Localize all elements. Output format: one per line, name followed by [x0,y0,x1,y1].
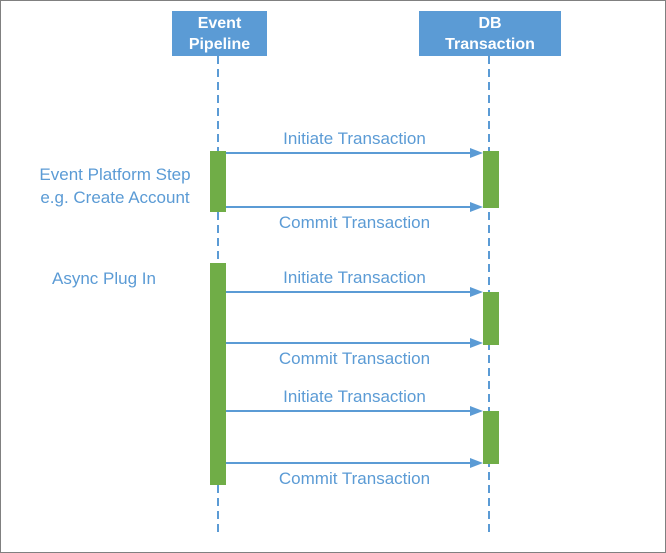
message-line [226,342,472,344]
message-line [226,152,472,154]
actor-label-line: DB [478,14,502,32]
annotation-line: Event Platform Step [39,165,191,184]
arrowhead-icon [470,287,483,297]
arrowhead-icon [470,148,483,158]
message-line [226,462,472,464]
message-line [226,206,472,208]
message-line [226,291,472,293]
arrowhead-icon [470,406,483,416]
arrowhead-icon [470,338,483,348]
annotation-line: e.g. Create Account [40,188,190,207]
annotation-async-plug-in: Async Plug In [19,267,189,290]
message-label: Initiate Transaction [283,268,426,287]
arrowhead-icon [470,458,483,468]
activation-event-platform-step [210,151,226,212]
message-label: Commit Transaction [278,213,431,232]
message-label: Commit Transaction [278,469,431,488]
actor-label-line: Event [197,14,242,32]
message-label: Initiate Transaction [283,129,426,148]
annotation-event-platform-step: Event Platform Step e.g. Create Account [19,163,211,209]
message-label: Initiate Transaction [283,387,426,406]
actor-db-transaction: DB Transaction [419,11,561,56]
activation-async-plug-in [210,263,226,485]
activation-db-transaction-2 [483,292,499,345]
actor-event-pipeline: Event Pipeline [172,11,267,56]
arrowhead-icon [470,202,483,212]
message-line [226,410,472,412]
activation-db-transaction-3 [483,411,499,464]
activation-db-transaction-1 [483,151,499,208]
message-label: Commit Transaction [278,349,431,368]
annotation-line: Async Plug In [52,269,156,288]
actor-label-line: Pipeline [188,35,251,53]
actor-label-line: Transaction [445,35,535,53]
